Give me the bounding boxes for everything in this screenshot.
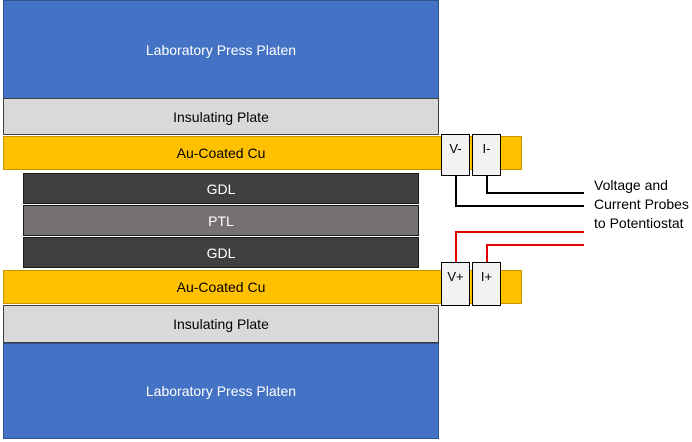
ptl-label: PTL	[208, 212, 234, 229]
top-insulating-plate: Insulating Plate	[3, 98, 439, 135]
gdl-bottom-label: GDL	[206, 244, 236, 261]
gdl-top-label: GDL	[206, 180, 236, 197]
v-plus-probe-label: V+	[447, 269, 464, 284]
v-plus-wire	[455, 231, 584, 262]
bottom-au-coated-cu-label: Au-Coated Cu	[176, 279, 266, 295]
i-minus-probe: I-	[472, 134, 501, 176]
top-insulating-plate-label: Insulating Plate	[173, 108, 269, 125]
bottom-au-coated-cu: Au-Coated Cu	[3, 270, 522, 304]
annotation-line-1: Voltage and	[594, 177, 668, 193]
i-plus-wire	[486, 244, 584, 262]
v-minus-probe-label: V-	[449, 141, 462, 156]
top-au-coated-cu: Au-Coated Cu	[3, 136, 522, 170]
bottom-press-platen-label: Laboratory Press Platen	[145, 383, 297, 399]
v-plus-probe: V+	[441, 262, 470, 306]
i-minus-probe-label: I-	[482, 141, 491, 156]
top-press-platen: Laboratory Press Platen	[3, 0, 439, 99]
top-press-platen-label: Laboratory Press Platen	[145, 41, 297, 58]
v-minus-probe: V-	[441, 134, 470, 176]
v-minus-wire	[455, 176, 584, 207]
bottom-insulating-plate-label: Insulating Plate	[173, 316, 269, 332]
bottom-insulating-plate: Insulating Plate	[3, 305, 439, 343]
top-au-coated-cu-label: Au-Coated Cu	[176, 145, 266, 161]
annotation-line-2: Current Probes	[594, 196, 689, 212]
gdl-bottom-layer: GDL	[23, 237, 419, 268]
ptl-layer: PTL	[23, 205, 419, 236]
probe-annotation: Voltage and Current Probes to Potentiost…	[594, 176, 689, 233]
annotation-line-3: to Potentiostat	[594, 215, 684, 231]
bottom-press-platen: Laboratory Press Platen	[3, 343, 439, 439]
i-plus-probe-label: I+	[480, 269, 493, 284]
i-minus-wire	[486, 176, 584, 194]
gdl-top-layer: GDL	[23, 173, 419, 204]
i-plus-probe: I+	[472, 262, 501, 306]
